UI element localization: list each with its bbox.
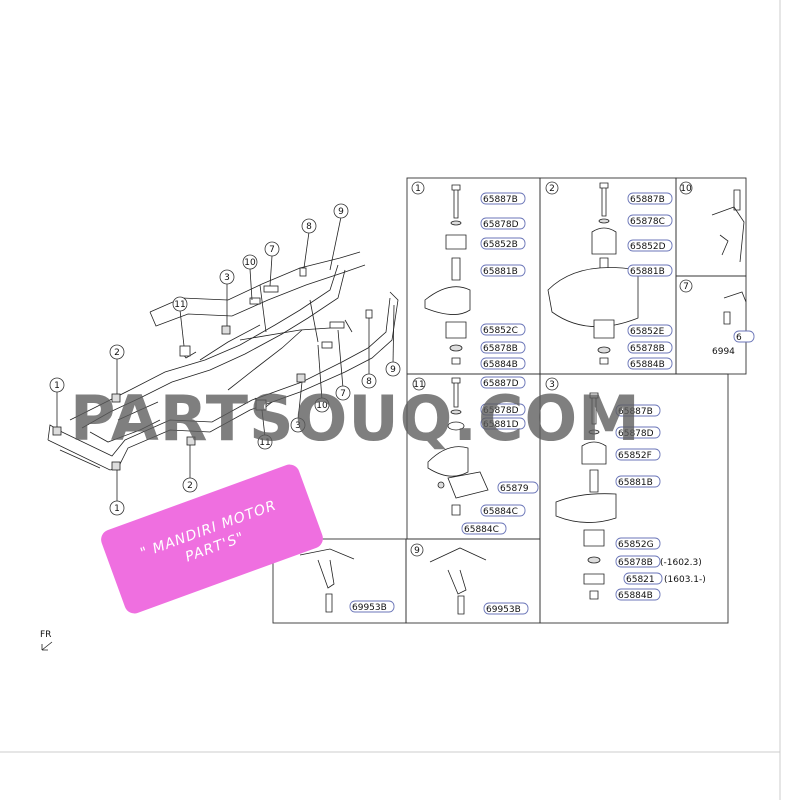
panel-11: 11 65887D 65878D 65881D 65879 65884C 658… bbox=[412, 376, 539, 535]
callout-text: 3 bbox=[295, 421, 301, 431]
panel-10: 10 bbox=[679, 181, 745, 263]
svg-text:65887D: 65887D bbox=[483, 379, 519, 389]
svg-text:7: 7 bbox=[683, 282, 689, 292]
callout-text: 8 bbox=[366, 377, 372, 387]
svg-text:65852G: 65852G bbox=[618, 540, 654, 550]
callout-1-bottom bbox=[109, 500, 125, 516]
part-number: 65887D 65878D 65881D 65879 65884C 65884C bbox=[461, 376, 539, 535]
callout-text: 11 bbox=[259, 438, 270, 448]
callout-text: 7 bbox=[340, 389, 346, 399]
callout-2-bottom bbox=[182, 477, 198, 493]
callout-text: 10 bbox=[316, 401, 328, 411]
watermark-text: PARTSOUQ.COM bbox=[70, 382, 641, 455]
callout-text: 3 bbox=[224, 273, 230, 283]
callout-text: 1 bbox=[54, 381, 60, 391]
svg-text:6994: 6994 bbox=[712, 347, 735, 357]
svg-text:65887B: 65887B bbox=[483, 195, 518, 205]
svg-text:65881D: 65881D bbox=[483, 420, 519, 430]
panel-grid bbox=[272, 177, 747, 624]
part-number: 65887B 65878D 65852B 65881B 65852C 65878… bbox=[480, 192, 526, 370]
callout-text: 2 bbox=[114, 348, 120, 358]
svg-text:65884B: 65884B bbox=[618, 591, 653, 601]
svg-text:65852C: 65852C bbox=[483, 326, 518, 336]
svg-text:65887B: 65887B bbox=[618, 407, 653, 417]
svg-text:69953B: 69953B bbox=[352, 603, 387, 613]
part-number: 65887B 65878D 65852F 65881B 65852G 65878… bbox=[615, 404, 706, 601]
callout-7-top bbox=[264, 241, 280, 257]
callout-11-bottom bbox=[257, 434, 273, 450]
svg-text:65852D: 65852D bbox=[630, 242, 666, 252]
callout-11-top bbox=[172, 296, 188, 312]
callout-1-top bbox=[49, 377, 65, 393]
svg-text:65852E: 65852E bbox=[630, 327, 665, 337]
svg-text:1: 1 bbox=[415, 184, 421, 194]
svg-text:65878D: 65878D bbox=[483, 220, 519, 230]
svg-text:65887B: 65887B bbox=[630, 195, 665, 205]
svg-text:65878B: 65878B bbox=[630, 344, 665, 354]
svg-text:65884C: 65884C bbox=[483, 507, 518, 517]
svg-text:65852B: 65852B bbox=[483, 240, 518, 250]
callout-text: 11 bbox=[174, 300, 185, 310]
callout-text: 8 bbox=[306, 222, 312, 232]
svg-text:3: 3 bbox=[549, 380, 555, 390]
callout-10-top bbox=[242, 254, 258, 270]
svg-text:65881B: 65881B bbox=[483, 267, 518, 277]
callout-8-bottom bbox=[361, 373, 377, 389]
svg-text:65884B: 65884B bbox=[630, 360, 665, 370]
svg-text:65878B: 65878B bbox=[618, 558, 653, 568]
panel-1: 1 65887B 65878D 65852B 65881B 65852C 658… bbox=[411, 181, 526, 370]
callout-text: 10 bbox=[244, 258, 256, 268]
svg-text:65884B: 65884B bbox=[483, 360, 518, 370]
callout-text: 7 bbox=[269, 245, 275, 255]
svg-text:65881B: 65881B bbox=[618, 478, 653, 488]
svg-text:(1603.1-): (1603.1-) bbox=[664, 575, 706, 585]
callout-text: 9 bbox=[338, 207, 344, 217]
svg-text:6: 6 bbox=[736, 333, 742, 343]
callout-3-top bbox=[219, 269, 235, 285]
callout-9-bottom bbox=[385, 361, 401, 377]
panel-2: 2 65887B 65878C 65852D 65881B 65852E 658… bbox=[545, 181, 673, 370]
svg-text:65878D: 65878D bbox=[618, 429, 654, 439]
svg-text:65878C: 65878C bbox=[630, 217, 665, 227]
callout-text: 2 bbox=[187, 481, 193, 491]
callout-2-top bbox=[109, 344, 125, 360]
callout-10-bottom bbox=[314, 397, 330, 413]
svg-text:65821: 65821 bbox=[626, 575, 655, 585]
panel-9: 9 69953B bbox=[410, 543, 529, 615]
svg-text:(-1602.3): (-1602.3) bbox=[660, 558, 702, 568]
callout-3-bottom bbox=[290, 417, 306, 433]
chassis-frame-drawing: 1 2 3 10 11 1 2 3 10 11 7 8 9 7 8 9 bbox=[47, 203, 401, 516]
svg-text:65878D: 65878D bbox=[483, 406, 519, 416]
svg-text:65884C: 65884C bbox=[464, 525, 499, 535]
svg-text:65878B: 65878B bbox=[483, 344, 518, 354]
svg-text:9: 9 bbox=[414, 546, 420, 556]
svg-text:11: 11 bbox=[413, 380, 424, 390]
fr-arrow-icon bbox=[41, 641, 53, 651]
callout-text: 1 bbox=[114, 504, 120, 514]
panel-7: 7 6 6994 bbox=[679, 279, 755, 357]
svg-text:65881B: 65881B bbox=[630, 267, 665, 277]
svg-text:69953B: 69953B bbox=[486, 605, 521, 615]
panel-3: 3 65887B 65878D 65852F 65881B 65852G 658… bbox=[545, 377, 706, 601]
callout-text: 9 bbox=[390, 365, 396, 375]
callout-8-top bbox=[301, 218, 317, 234]
svg-text:10: 10 bbox=[680, 184, 692, 194]
part-number: 65887B 65878C 65852D 65881B 65852E 65878… bbox=[627, 192, 673, 370]
fr-label: FR bbox=[40, 630, 51, 640]
svg-text:2: 2 bbox=[549, 184, 555, 194]
svg-text:65852F: 65852F bbox=[618, 451, 652, 461]
callout-9-top bbox=[333, 203, 349, 219]
callout-7-bottom bbox=[335, 385, 351, 401]
svg-text:65879: 65879 bbox=[500, 484, 529, 494]
